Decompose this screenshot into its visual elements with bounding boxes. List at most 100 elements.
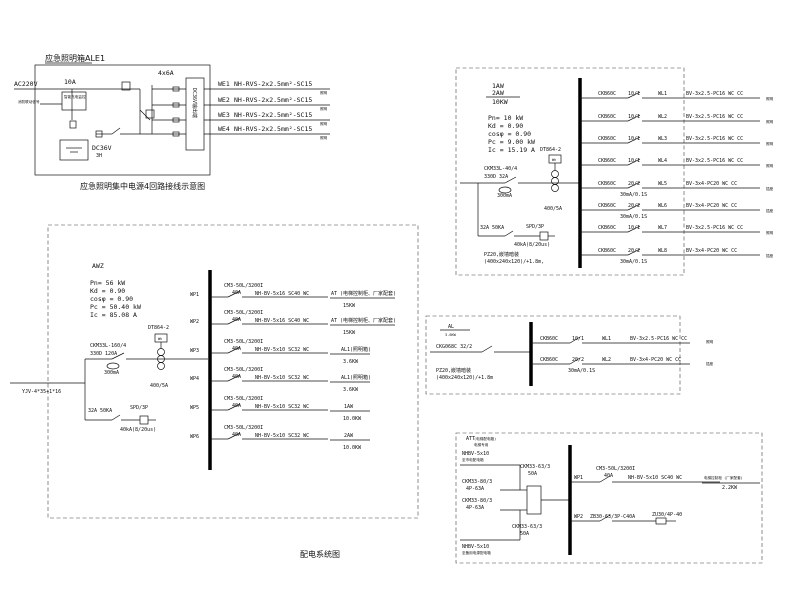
at-panel-frame bbox=[455, 432, 763, 564]
at-label-sub: (电梯配电箱) bbox=[474, 436, 496, 441]
circuit-power: 3.6KW bbox=[343, 387, 359, 393]
circuit-id: WE1 bbox=[218, 80, 230, 88]
awz-ct-ratio: 400/5A bbox=[150, 383, 168, 389]
awz-spd-rating: 40kA(8/20us) bbox=[120, 427, 156, 433]
emergency-supply-label: AC220V bbox=[14, 80, 38, 88]
at-breaker-bottom-rating: 50A bbox=[520, 531, 529, 537]
circuit-id: WL2 bbox=[658, 114, 667, 120]
al-circuit: CKB60C 20/2 WL2 BV-3x4-PC20 WC CC 插座 30m… bbox=[531, 357, 714, 374]
circuit-fuse bbox=[172, 102, 180, 108]
awz-circuits: WP1 CM3-50L/3200I 40A NH-BV-5x16 SC40 WC… bbox=[190, 283, 396, 451]
circuit-load: 照明 bbox=[320, 90, 328, 95]
awz-spd-label: SPD/3P bbox=[130, 405, 148, 411]
circuit-rating: 20/2 bbox=[628, 203, 640, 209]
circuit-id: WL5 bbox=[658, 181, 667, 187]
circuit-cable: BV-3x2.5-PC16 WC CC bbox=[686, 158, 743, 164]
circuit-cable: BV-3x4-PC20 WC CC bbox=[686, 248, 737, 254]
circuit-rating: 10/1 bbox=[628, 136, 640, 142]
circuit-power: 3.6KW bbox=[343, 359, 359, 365]
at-circuits: WP1 CM3-50L/3200I 40A NH-BV-5x10 SC40 WC… bbox=[570, 466, 760, 525]
aw-circuit: CKB60C 20/2 WL8 BV-3x4-PC20 WC CC 插座 30m… bbox=[580, 248, 774, 265]
spd-symbol bbox=[539, 231, 549, 241]
circuit-id: WP4 bbox=[190, 376, 199, 382]
circuit-id: WL6 bbox=[658, 203, 667, 209]
awz-circuit: WP4 CM3-50L/3200I 40A NH-BV-5x10 SC32 WC… bbox=[190, 367, 371, 393]
circuit-breaker: CKB60C bbox=[598, 136, 616, 142]
circuit-breaker: CM3-50L/3200I bbox=[224, 425, 263, 431]
emergency-circuit: WE4 NH-RVS-2x2.5mm²-SC15 照明 bbox=[152, 125, 330, 140]
battery-duration: 3H bbox=[96, 153, 102, 159]
circuit-id: WP3 bbox=[190, 348, 199, 354]
circuit-breaker: CM3-50L/3200I bbox=[224, 367, 263, 373]
awz-panel: AWZ Pn= 56 kW Kd = 0.90 cosφ = 0.90 Pc =… bbox=[10, 224, 419, 559]
circuit-id: WP1 bbox=[574, 475, 583, 481]
circuit-fuse bbox=[172, 117, 180, 123]
circuit-rating: 40A bbox=[232, 374, 241, 380]
circuit-rating: 10/1 bbox=[628, 225, 640, 231]
battery-fuse bbox=[95, 130, 103, 138]
circuit-cable: NH-BV-5x10 SC32 WC bbox=[255, 375, 309, 381]
at-breaker-top-rating: 50A bbox=[528, 471, 537, 477]
ct-symbol bbox=[551, 170, 559, 178]
fire-link-label: 消防联动信号 bbox=[18, 99, 40, 104]
circuit-rcd: 30mA/0.1S bbox=[620, 214, 647, 220]
aw-label: 2AW bbox=[492, 89, 504, 97]
circuit-cable: NH-RVS-2x2.5mm²-SC15 bbox=[234, 111, 312, 119]
awz-param: Kd = 0.90 bbox=[90, 287, 125, 295]
emergency-circuit: WE1 NH-RVS-2x2.5mm²-SC15 照明 bbox=[152, 80, 330, 95]
circuit-id: WE3 bbox=[218, 111, 230, 119]
emergency-circuit: WE2 NH-RVS-2x2.5mm²-SC15 照明 bbox=[152, 96, 330, 111]
circuit-id: WL1 bbox=[658, 91, 667, 97]
circuit-cable: BV-3x2.5-PC16 WC CC bbox=[686, 114, 743, 120]
at-circuit: WP2 ZB30-63/3P-C40A ZU30/4P-40 bbox=[570, 512, 682, 525]
awz-circuit: WP2 CM3-50L/3200I 40A NH-BV-5x16 SC40 WC… bbox=[190, 310, 396, 336]
circuit-cable: NH-BV-5x10 SC40 WC bbox=[628, 475, 682, 481]
circuit-id: WL3 bbox=[658, 136, 667, 142]
circuit-target: 2AW bbox=[344, 433, 354, 439]
at-source2: NHBV-5x10 bbox=[462, 544, 489, 550]
circuit-breaker: CKB60C bbox=[540, 357, 558, 363]
aw-spd-rating: 40kA(8/20us) bbox=[514, 242, 550, 248]
circuit-breaker: CM3-50L/3200I bbox=[596, 466, 635, 472]
circuit-rating: 10/1 bbox=[628, 114, 640, 120]
circuit-target: AT (电梯控制柜、厂家配套) bbox=[331, 290, 396, 297]
awz-circuit: WP3 CM3-50L/3200I 40A NH-BV-5x10 SC32 WC… bbox=[190, 339, 371, 365]
awz-circuit: WP6 CM3-50L/3200I 40A NH-BV-5x10 SC32 WC… bbox=[190, 425, 370, 451]
at-breaker-b-rating: 4P-63A bbox=[466, 505, 484, 511]
charger-module-label: 智能充电监控 bbox=[64, 94, 86, 99]
circuit-fuse bbox=[172, 131, 180, 137]
aw-circuit: CKB60C 10/1 WL4 BV-3x2.5-PC16 WC CC 照明 bbox=[580, 158, 774, 168]
circuit-target: AT (电梯控制柜、厂家配套) bbox=[331, 317, 396, 324]
emergency-circuit: WE3 NH-RVS-2x2.5mm²-SC15 照明 bbox=[152, 111, 330, 126]
aw-rcd-symbol bbox=[498, 186, 512, 194]
circuit-rating: 40A bbox=[604, 473, 613, 479]
circuit-breaker: CM3-50L/3200I bbox=[224, 339, 263, 345]
circuit-breaker: CKB60C bbox=[598, 114, 616, 120]
circuit-breaker: CKB60C bbox=[598, 158, 616, 164]
emergency-breaker-label: 10A bbox=[64, 78, 76, 86]
circuit-id: WP1 bbox=[190, 292, 199, 298]
awz-param: cosφ = 0.90 bbox=[90, 295, 133, 303]
circuit-cable: NH-BV-5x16 SC40 WC bbox=[255, 318, 309, 324]
circuit-load: 照明 bbox=[320, 121, 328, 126]
al-box-size: (400x240x120)/+1.8m bbox=[436, 375, 493, 381]
circuit-breaker: CM3-50L/3200I bbox=[224, 283, 263, 289]
circuit-rating: 20/2 bbox=[572, 357, 584, 363]
circuit-id: WE4 bbox=[218, 125, 230, 133]
circuit-target: AL1(照明箱) bbox=[341, 374, 371, 381]
ct-symbol bbox=[551, 184, 559, 192]
circuit-rating: 40A bbox=[232, 346, 241, 352]
awz-meter-label: DT864-2 bbox=[148, 325, 169, 331]
aw-panel-frame bbox=[455, 67, 685, 276]
at-breaker-top: CKM33-63/3 bbox=[520, 464, 550, 470]
circuit-cable: BV-3x2.5-PC16 WC CC bbox=[686, 91, 743, 97]
awz-circuit: WP1 CM3-50L/3200I 40A NH-BV-5x16 SC40 WC… bbox=[190, 283, 396, 309]
awz-spd-breaker: 32A 50KA bbox=[88, 408, 112, 414]
circuit-breaker: CM3-50L/3200I bbox=[224, 396, 263, 402]
circuit-cable: BV-3x2.5-PC16 WC CC bbox=[686, 225, 743, 231]
circuit-load: 照明 bbox=[706, 339, 714, 344]
aw-meter-label: DT864-2 bbox=[540, 147, 561, 153]
al-circuit: CKB60C 10/1 WL1 BV-3x2.5-PC16 WC CC 照明 bbox=[531, 336, 714, 344]
aw-meter-box-label: Wh bbox=[552, 158, 556, 162]
circuit-id: WL2 bbox=[602, 357, 611, 363]
